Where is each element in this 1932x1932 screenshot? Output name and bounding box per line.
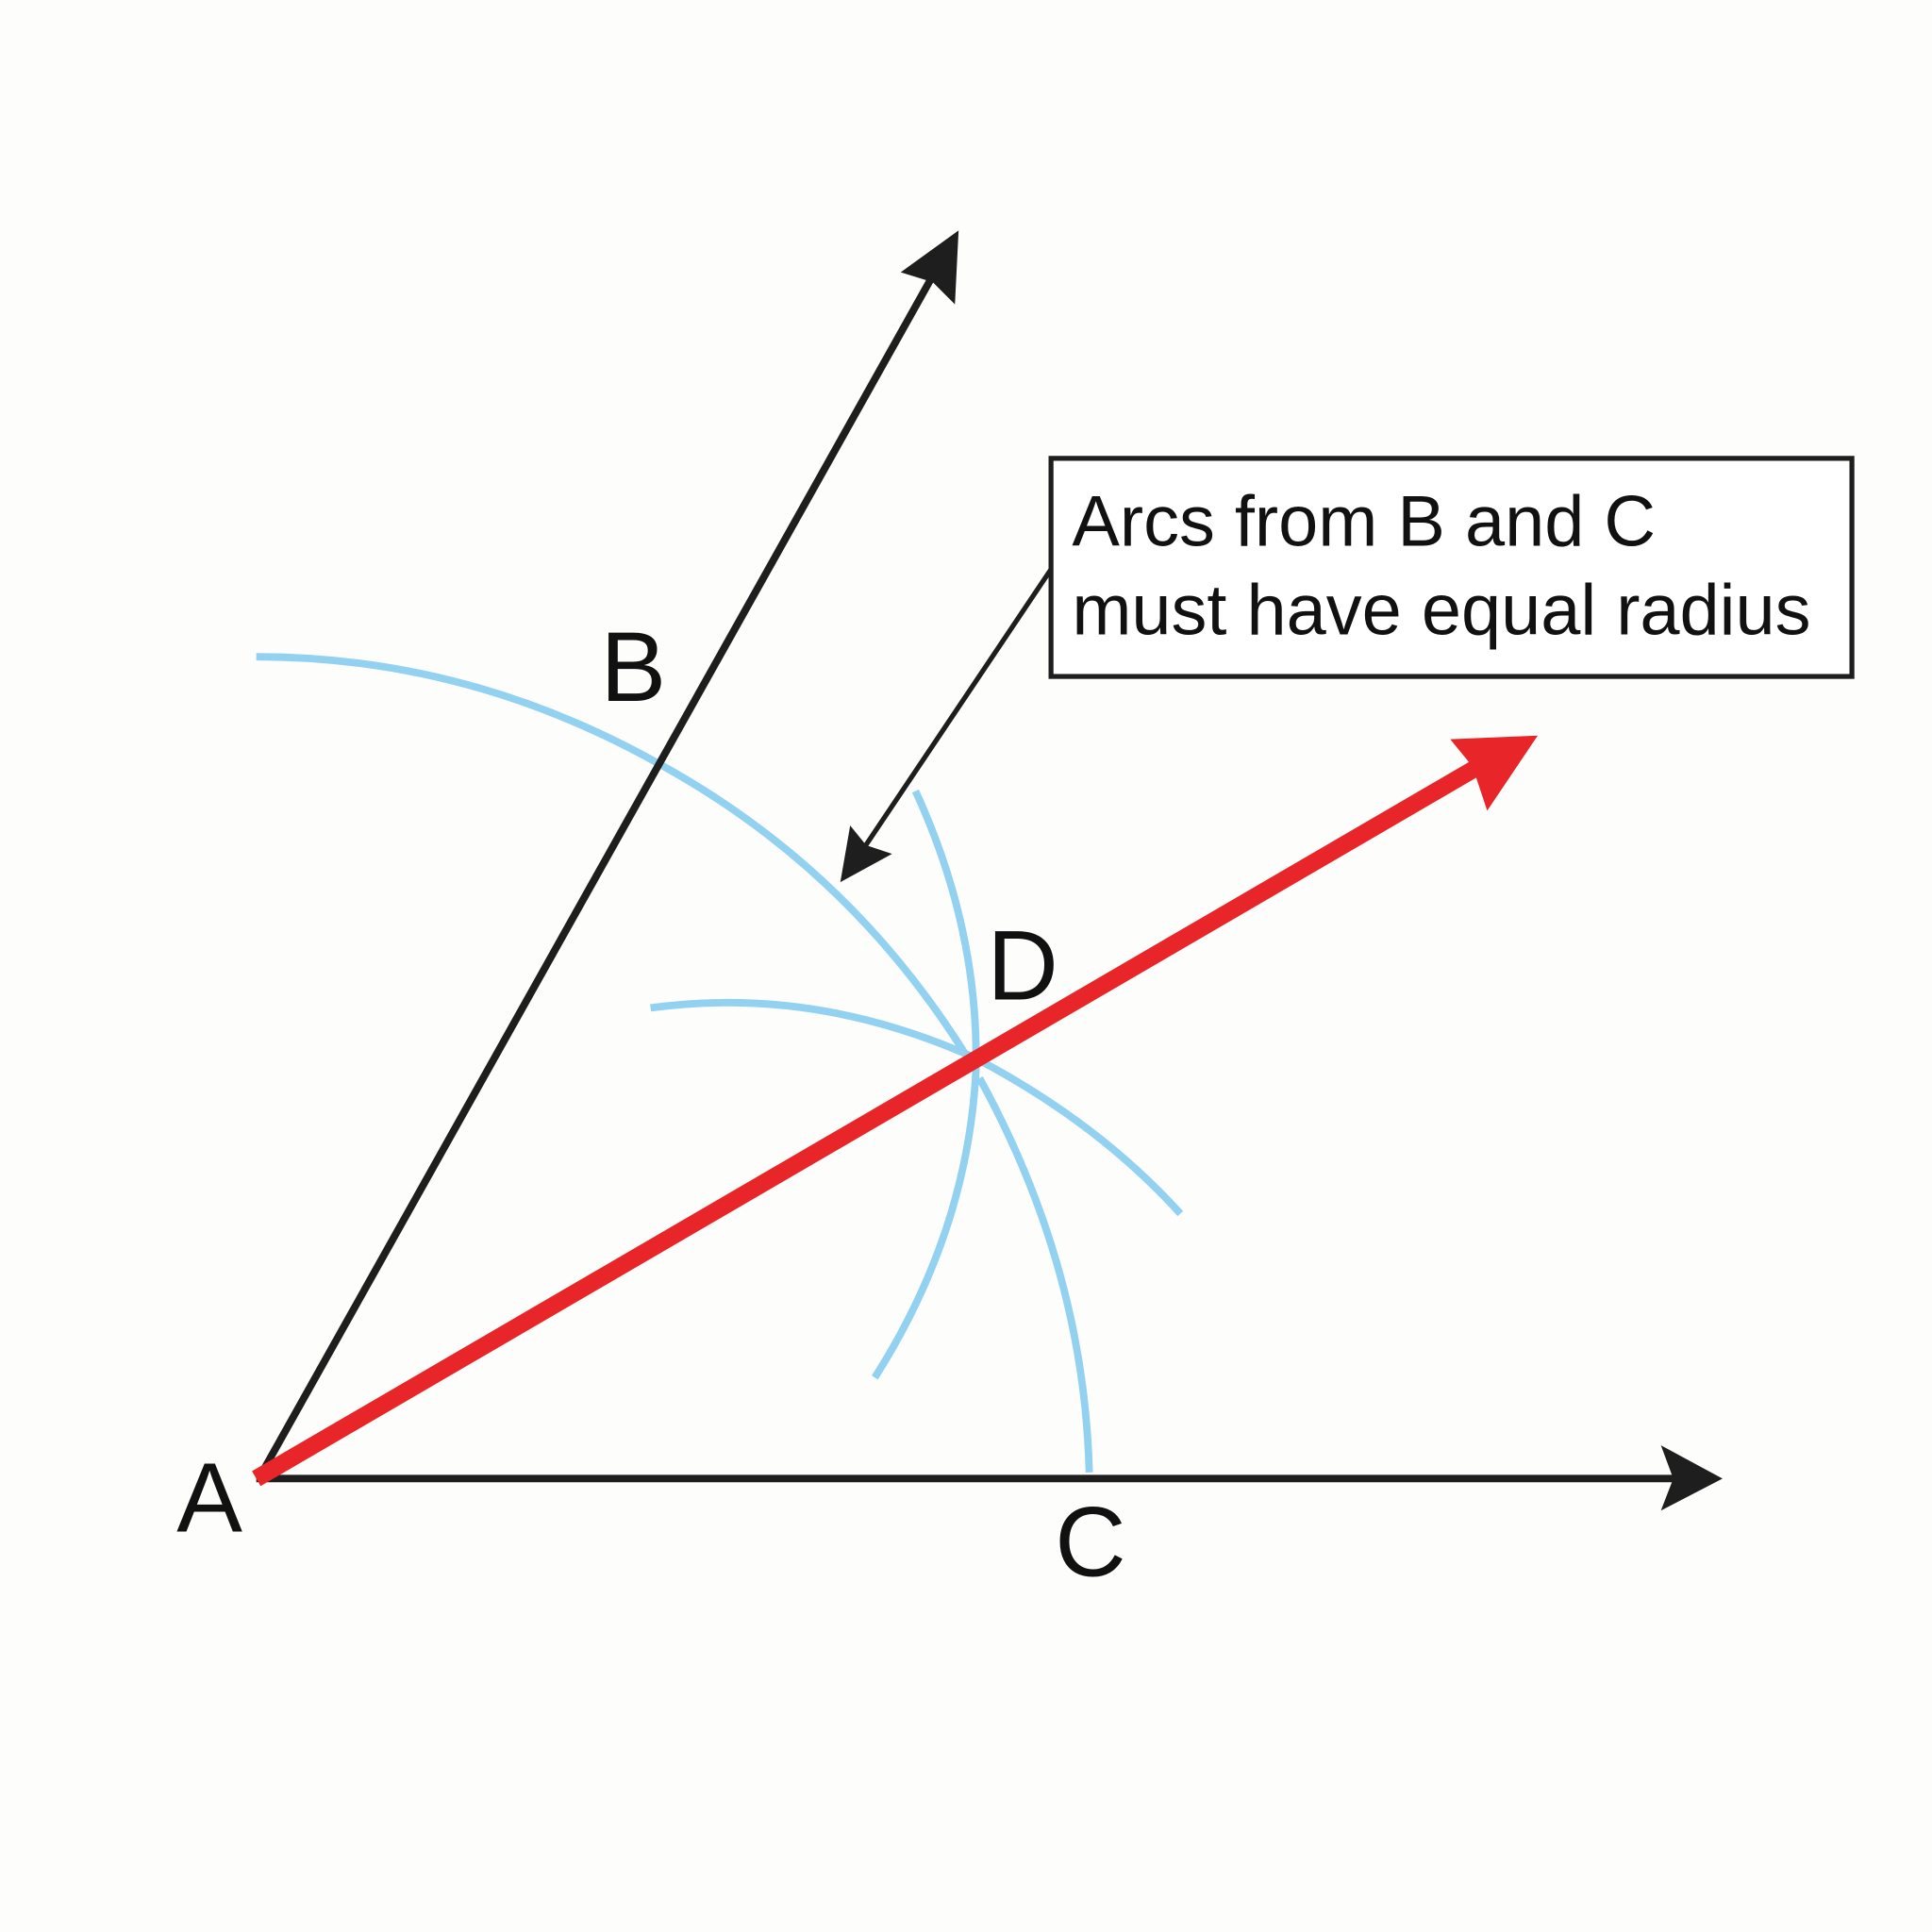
bisector-ray (252, 758, 1483, 1487)
callout-line-1: Arcs from B and C (1072, 482, 1656, 562)
label-b: B (601, 612, 667, 723)
callout-leader (860, 567, 1054, 852)
arc-from-c (650, 998, 1184, 1217)
callout-arrowhead (840, 825, 892, 883)
construction-arcs (256, 653, 1184, 1473)
arc-from-a-lower (975, 1075, 1093, 1473)
label-c: C (1055, 1488, 1125, 1598)
arrowhead-ac (1660, 1445, 1723, 1511)
arrowhead-bisector (1450, 735, 1539, 811)
arrowhead-ab (900, 230, 959, 305)
callout-box (1048, 456, 1855, 679)
label-a: A (176, 1443, 242, 1554)
callout-line-2: must have equal radius (1072, 571, 1810, 651)
arc-from-b (872, 789, 980, 1380)
label-d: D (987, 910, 1058, 1021)
ray-ab (255, 272, 938, 1481)
